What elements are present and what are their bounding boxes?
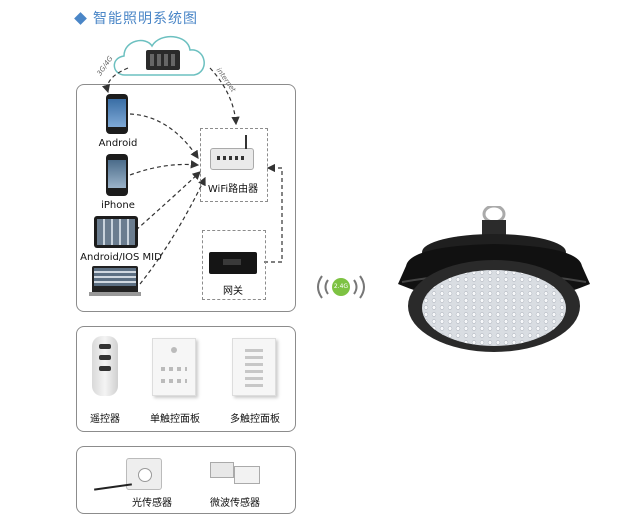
tablet-label: Android/IOS MID — [80, 252, 162, 263]
light-sensor-label: 光传感器 — [132, 498, 172, 509]
single-touch-panel-icon — [152, 338, 196, 396]
router-label: WiFi路由器 — [207, 184, 259, 195]
microwave-sensor-label: 微波传感器 — [210, 498, 260, 509]
android-label: Android — [98, 138, 138, 149]
gateway-label: 网关 — [223, 286, 243, 297]
laptop-icon — [89, 266, 141, 296]
diagram-title: 智能照明系统图 — [74, 8, 198, 28]
wireless-badge-text: 2.4G — [333, 283, 349, 290]
highbay-lamp-icon — [398, 206, 590, 352]
remote-label: 遥控器 — [90, 414, 120, 425]
multi-touch-panel-icon — [232, 338, 276, 396]
light-sensor-icon — [126, 458, 162, 490]
multi-panel-label: 多触控面板 — [230, 414, 280, 425]
microwave-sensor-icon — [210, 458, 262, 484]
iphone-icon — [106, 154, 128, 196]
title-text: 智能照明系统图 — [93, 11, 198, 27]
router-icon — [210, 135, 254, 170]
remote-control-icon — [92, 336, 118, 396]
router-box — [200, 128, 268, 202]
gateway-icon — [209, 252, 257, 274]
gateway-box — [202, 230, 266, 300]
iphone-label: iPhone — [101, 200, 135, 211]
server-icon — [146, 50, 180, 70]
android-phone-icon — [106, 94, 128, 134]
single-panel-label: 单触控面板 — [150, 414, 200, 425]
tablet-icon — [94, 216, 138, 248]
wireless-signal-icon — [317, 275, 365, 299]
